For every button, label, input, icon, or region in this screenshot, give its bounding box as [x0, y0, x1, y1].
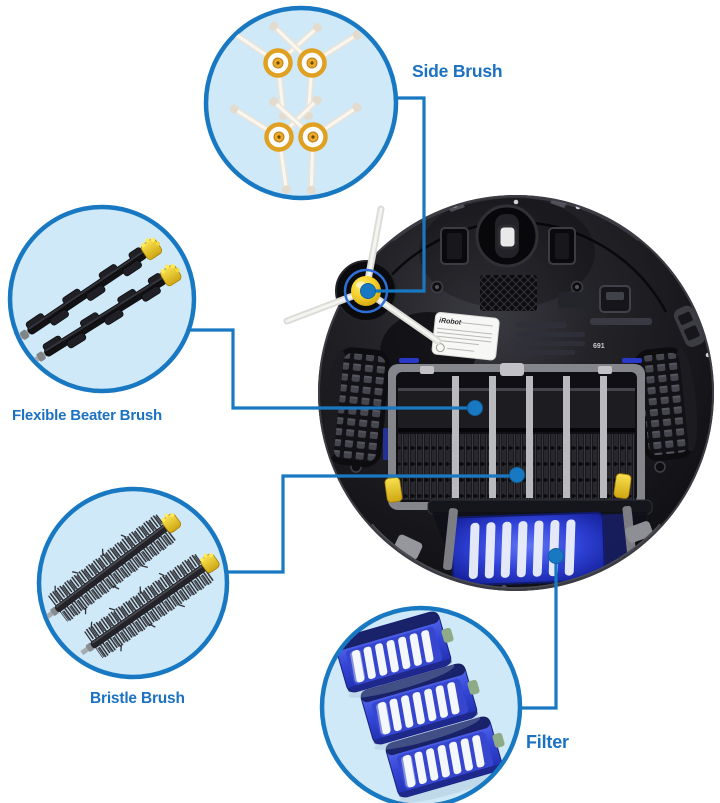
- embossed-markings: 691: [515, 285, 652, 355]
- bristle-brush-label: Bristle Brush: [90, 690, 185, 707]
- beater-brush-pointer-dot: [467, 400, 483, 416]
- cage-dividers: [452, 376, 607, 498]
- flexible-beater-brush-label: Flexible Beater Brush: [12, 407, 163, 424]
- side-brush-pointer-dot: [360, 283, 376, 299]
- irobot-brand-text: iRobot: [439, 317, 462, 326]
- side-brush-callout: [203, 5, 399, 201]
- model-number-text: 691: [593, 343, 605, 350]
- left-wheel: [324, 347, 391, 468]
- filter-callout: [319, 605, 523, 803]
- flexible-beater-brush-callout: [7, 204, 197, 394]
- beater-brush-installed: [398, 388, 635, 432]
- beater-brush-connector-line: [189, 328, 469, 410]
- filter-connector-line: [521, 560, 558, 710]
- side-button: [672, 304, 707, 348]
- bristle-brush-pointer-dot: [509, 467, 525, 483]
- filter-pointer-dot: [548, 548, 564, 564]
- bristle-brush-connector-line: [226, 474, 511, 574]
- side-brush-label: Side Brush: [412, 61, 503, 81]
- brush-cage: [384, 363, 645, 510]
- filter-installed: [450, 511, 635, 587]
- bristle-brush-callout: [36, 486, 230, 680]
- side-brush-connector-line: [372, 96, 426, 293]
- charging-contacts: [440, 227, 576, 265]
- info-sticker: iRobot: [431, 311, 500, 361]
- cage-yellow-latches: [384, 473, 632, 503]
- filter-label: Filter: [526, 732, 569, 752]
- roomba-underside-photo: iRobot 691: [283, 195, 714, 591]
- front-caster-wheel: [475, 204, 539, 268]
- right-wheel: [633, 347, 698, 461]
